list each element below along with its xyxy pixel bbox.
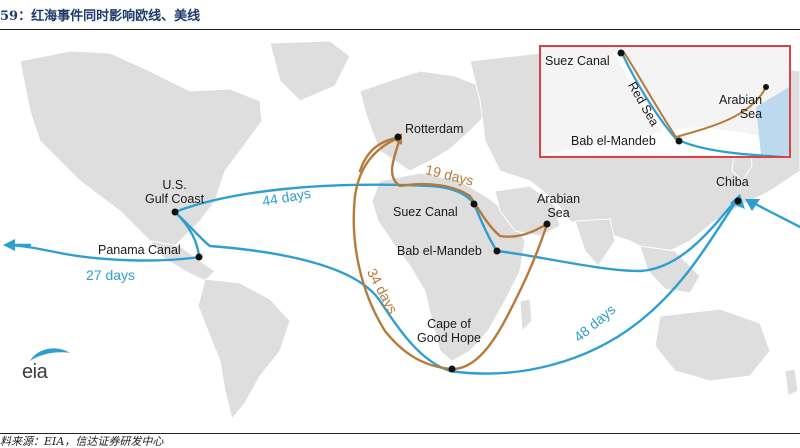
- inset-label-arabian-sea: Arabian Sea: [719, 93, 763, 121]
- route-gulf-chiba-cape: [173, 197, 740, 375]
- arrowhead-west: [3, 239, 15, 251]
- dot-suez-canal: [470, 200, 478, 208]
- label-us-gulf-coast: U.S. Gulf Coast: [145, 178, 205, 206]
- landmass-madagascar: [519, 298, 533, 333]
- landmass-north-america: [19, 50, 263, 252]
- landmass-south-america: [197, 278, 291, 421]
- dot-cape-of-good-hope: [448, 365, 456, 373]
- eia-logo-mark: [30, 348, 70, 361]
- dot-us-gulf-coast: [171, 208, 179, 216]
- eia-logo-text: eia: [22, 361, 48, 383]
- world-map-svg: [3, 40, 800, 421]
- inset-map-svg: [541, 49, 789, 156]
- label-cape-of-good-hope: Cape of Good Hope: [417, 317, 481, 345]
- source-note: 料来源：EIA，信达证券研发中心: [0, 433, 800, 448]
- figure-title: 59：红海事件同时影响欧线、美线: [0, 0, 800, 30]
- inset-dot-arabian: [763, 84, 769, 90]
- inset-label-bab-el-mandeb: Bab el-Mandeb: [571, 134, 656, 148]
- days-label-27: 27 days: [86, 267, 136, 283]
- shipping-routes-map: Rotterdam U.S. Gulf Coast Suez Canal Ara…: [0, 31, 800, 423]
- inset-dot-suez: [617, 49, 625, 57]
- route-gulf-chiba-suez: [173, 183, 737, 273]
- landmass-europe: [359, 70, 491, 172]
- inset-arabian-water: [756, 87, 789, 155]
- dot-bab-el-mandeb: [493, 247, 501, 255]
- inset-brown-route: [622, 50, 767, 139]
- label-bab-el-mandeb: Bab el-Mandeb: [397, 244, 482, 258]
- inset-blue-route: [620, 50, 789, 156]
- route-europe-asia-cape: [352, 136, 549, 371]
- label-rotterdam: Rotterdam: [405, 122, 464, 136]
- inset-label-suez-canal: Suez Canal: [545, 54, 610, 68]
- dot-arabian-sea: [543, 220, 551, 228]
- label-chiba: Chiba: [716, 175, 749, 189]
- landmass-australia: [654, 308, 771, 382]
- route-chiba-pacific-arrow: [748, 199, 800, 229]
- route-europe-asia-suez: [390, 136, 549, 238]
- label-arabian-sea: Arabian Sea: [537, 192, 581, 220]
- inset-red-sea-water: [613, 51, 679, 143]
- inset-sea: [541, 127, 789, 155]
- red-sea-inset: Suez Canal Arabian Sea Red Sea Bab el-Ma…: [539, 45, 791, 158]
- landmass-india: [574, 218, 616, 267]
- dot-panama-canal: [195, 253, 203, 261]
- landmass-greenland: [269, 40, 351, 102]
- arrowhead-east-pacific: [745, 199, 760, 211]
- dot-rotterdam: [394, 133, 402, 141]
- label-suez-canal: Suez Canal: [393, 205, 458, 219]
- inset-dot-bab: [675, 137, 683, 145]
- route-gulf-chiba-panama: [6, 210, 201, 262]
- eia-logo: eia: [22, 348, 72, 391]
- label-panama-canal: Panama Canal: [98, 243, 181, 257]
- dot-chiba: [734, 197, 742, 205]
- landmass-new-zealand: [784, 368, 799, 397]
